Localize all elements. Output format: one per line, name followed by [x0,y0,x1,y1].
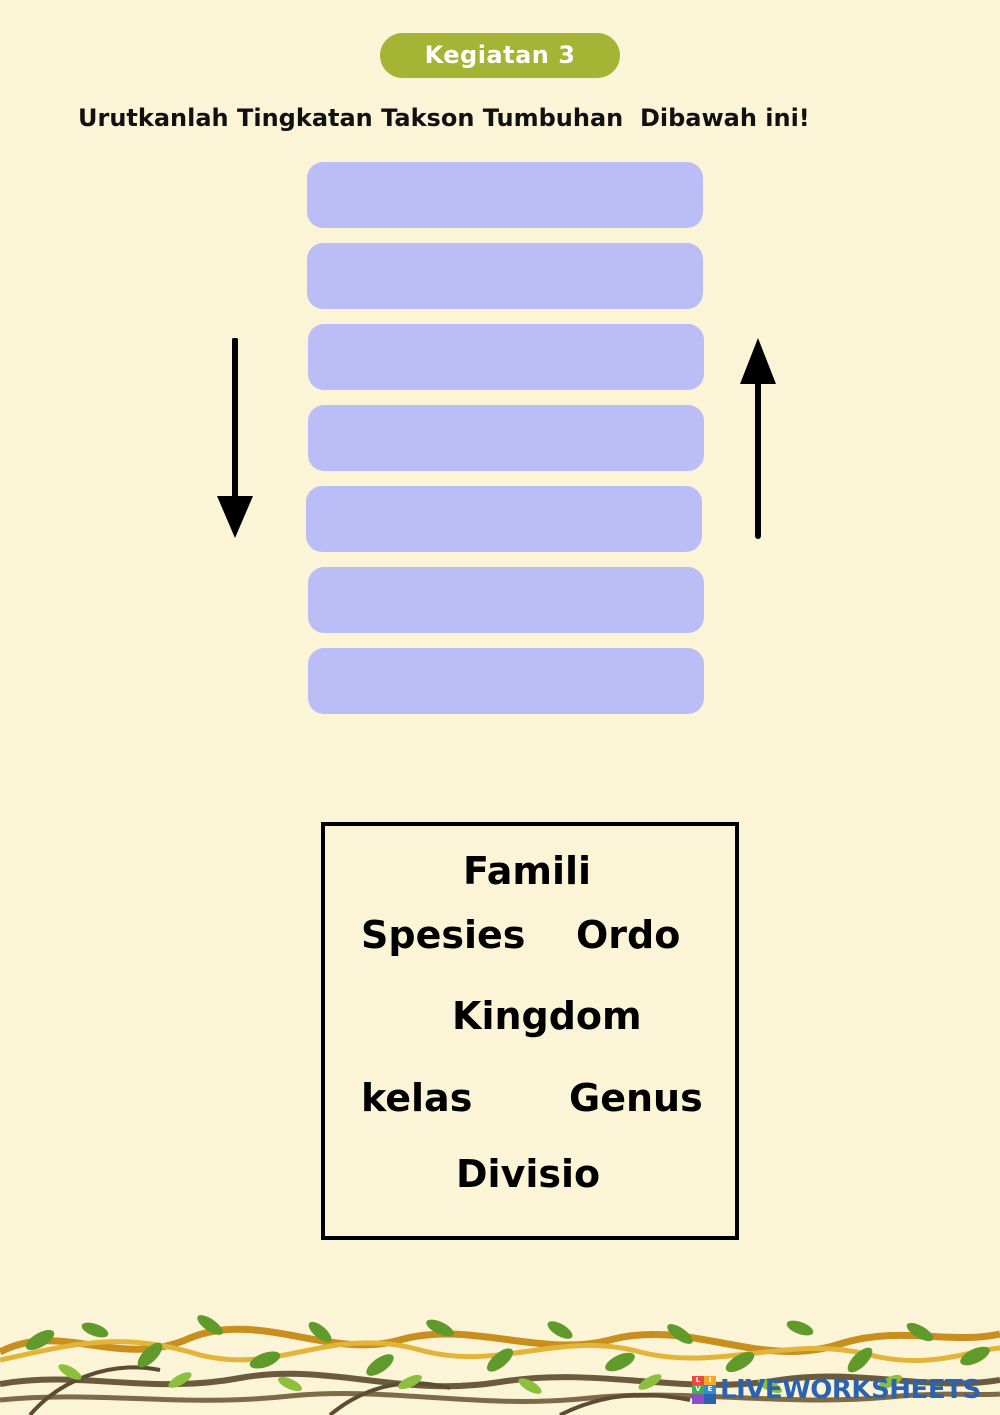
liveworksheets-logo-icon: L I V E [692,1376,716,1404]
arrow-up-icon [738,336,778,540]
word-divisio[interactable]: Divisio [456,1155,600,1193]
watermark-text: LIVEWORKSHEETS [720,1375,981,1405]
answer-slot-4[interactable] [308,405,704,471]
liveworksheets-watermark: L I V E LIVEWORKSHEETS [692,1374,981,1406]
answer-slot-5[interactable] [306,486,702,552]
instruction-text: Urutkanlah Tingkatan Takson Tumbuhan Dib… [78,104,810,132]
word-spesies[interactable]: Spesies [361,916,525,954]
word-kelas[interactable]: kelas [361,1079,472,1117]
word-ordo[interactable]: Ordo [576,916,680,954]
word-kingdom[interactable]: Kingdom [452,997,642,1035]
answer-slot-7[interactable] [308,648,704,714]
word-genus[interactable]: Genus [569,1079,703,1117]
arrow-down-icon [215,338,255,540]
answer-slot-1[interactable] [307,162,703,228]
activity-title-badge: Kegiatan 3 [380,33,620,78]
answer-slot-6[interactable] [308,567,704,633]
answer-slot-2[interactable] [307,243,703,309]
word-famili[interactable]: Famili [463,852,591,890]
answer-slot-3[interactable] [308,324,704,390]
